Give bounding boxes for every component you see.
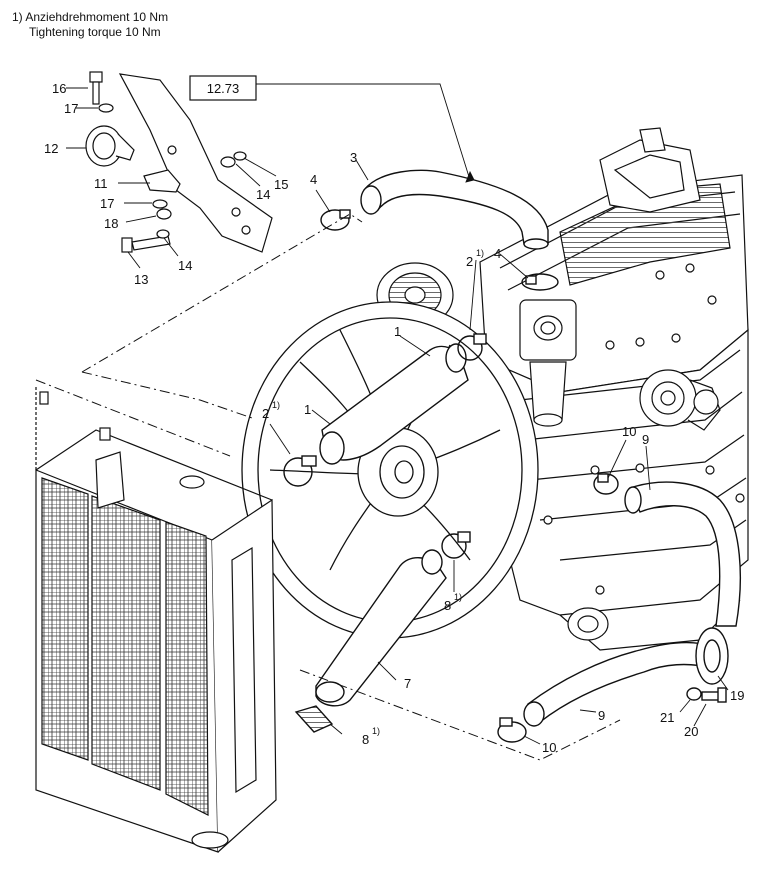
- note-line-german: Anziehdrehmoment 10 Nm: [25, 10, 169, 24]
- callout-17-lower: 17: [100, 196, 114, 211]
- callout-8-upper-superscript: 1): [454, 592, 462, 602]
- callout-2-lower-superscript: 1): [272, 400, 280, 410]
- callout-16: 16: [52, 81, 66, 96]
- callout-19: 19: [730, 688, 744, 703]
- torque-note: 1) Anziehdrehmoment 10 Nm Tightening tor…: [12, 10, 168, 40]
- callout-12: 12: [44, 141, 58, 156]
- callout-8-lower-superscript: 1): [372, 726, 380, 736]
- radiator: [35, 385, 277, 853]
- leader-lines: [66, 83, 729, 745]
- assembly-dashed-lines: [35, 213, 621, 761]
- callout-15: 15: [274, 177, 288, 192]
- callout-labels: 16 17 12 11 17 18 13 14 14 15 3 4 4 2 1)…: [44, 81, 744, 755]
- callout-2-upper-superscript: 1): [476, 248, 484, 258]
- callout-13: 13: [134, 272, 148, 287]
- callout-2-lower: 2: [262, 406, 269, 421]
- callout-4-left: 4: [310, 172, 317, 187]
- callout-18: 18: [104, 216, 118, 231]
- callout-9-upper: 9: [642, 432, 649, 447]
- callout-14-upper: 14: [256, 187, 270, 202]
- callout-11: 11: [94, 176, 108, 191]
- note-line-english: Tightening torque 10 Nm: [29, 25, 161, 39]
- callout-17-upper: 17: [64, 101, 78, 116]
- callout-1-upper: 1: [394, 324, 401, 339]
- callout-8-upper: 8: [444, 598, 451, 613]
- callout-10-lower: 10: [542, 740, 556, 755]
- reference-box: [189, 75, 257, 101]
- callout-21: 21: [660, 710, 674, 725]
- coolant-hoses: [283, 169, 741, 743]
- note-marker: 1): [12, 10, 23, 24]
- reference-box-label: 12.73: [207, 81, 240, 96]
- callout-1-lower: 1: [304, 402, 311, 417]
- mounting-bracket: [118, 73, 273, 253]
- callout-2-upper: 2: [466, 254, 473, 269]
- callout-10-upper: 10: [622, 424, 636, 439]
- callout-3: 3: [350, 150, 357, 165]
- callout-9-lower: 9: [598, 708, 605, 723]
- callout-8-lower: 8: [362, 732, 369, 747]
- bracket-hardware: [85, 71, 247, 253]
- callout-20: 20: [684, 724, 698, 739]
- callout-14-lower: 14: [178, 258, 192, 273]
- callout-4-right: 4: [494, 246, 501, 261]
- callout-7: 7: [404, 676, 411, 691]
